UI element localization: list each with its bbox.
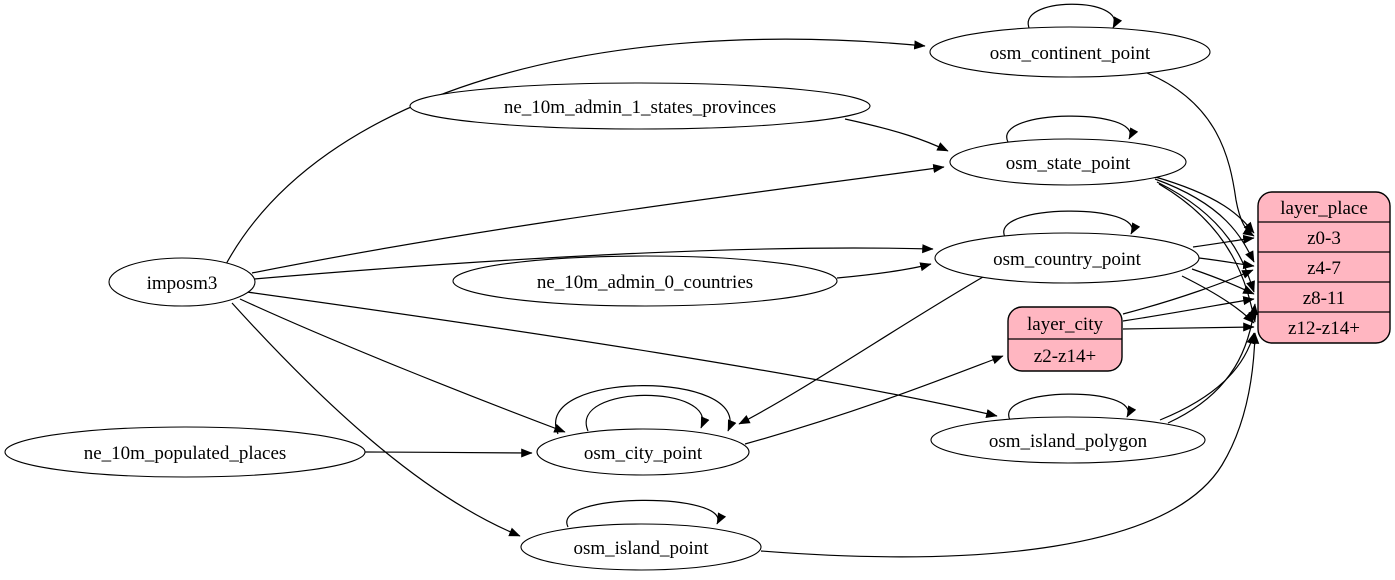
record-layer-place-row-z4-7: z4-7: [1307, 258, 1341, 279]
node-osm-island-polygon-label: osm_island_polygon: [989, 431, 1148, 452]
node-osm-state-point-label: osm_state_point: [1006, 153, 1131, 174]
edge-self-loop-osm-country-point: [1003, 210, 1141, 238]
node-osm-continent-point-label: osm_continent_point: [990, 43, 1151, 64]
edge-osm-country-point-to-osm-city-point: [738, 276, 984, 425]
node-osm-continent-point-shape: [929, 26, 1211, 78]
edge-ne-10m-populated-places-to-osm-city-point: [364, 448, 533, 458]
record-layer-place-row-z0-3: z0-3: [1307, 228, 1341, 249]
node-ne-10m-populated-places: ne_10m_populated_places: [4, 426, 366, 478]
node-osm-city-point-shape: [536, 428, 750, 476]
edge-imposm3-to-osm-city-point: [239, 298, 566, 433]
edge-imposm3-to-osm-continent-point: [224, 38, 926, 267]
edge-imposm3-to-osm-state-point: [251, 163, 945, 274]
edge-imposm3-to-osm-island-polygon: [246, 291, 998, 419]
edge-osm-country-point-to-layer-place-z0-3: [1192, 234, 1255, 248]
record-layer-place-shape: [1257, 191, 1391, 344]
edge-imposm3-to-osm-island-point: [231, 302, 521, 537]
edge-self-loop-osm-state-point: [1006, 115, 1139, 143]
node-osm-city-point-label: osm_city_point: [584, 443, 703, 464]
record-layer-city: layer_city z2-z14+: [1007, 306, 1123, 372]
record-layer-place-row-z12-z14: z12-z14+: [1288, 318, 1360, 339]
edge-osm-country-point-to-layer-place-z4-7: [1198, 257, 1255, 270]
node-ne-10m-admin-1-states-provinces: ne_10m_admin_1_states_provinces: [409, 82, 871, 130]
edge-osm-state-point-to-layer-place-z0-3: [1151, 175, 1255, 234]
record-layer-place-row-z8-11: z8-11: [1303, 288, 1346, 309]
edges: [224, 3, 1260, 558]
node-osm-state-point-shape: [949, 138, 1187, 186]
edge-osm-island-polygon-to-layer-place-z8-11: [1167, 303, 1259, 424]
node-ne-10m-admin-0-countries: ne_10m_admin_0_countries: [452, 255, 838, 307]
record-layer-city-title: layer_city: [1027, 314, 1103, 335]
node-osm-state-point: osm_state_point: [949, 138, 1187, 186]
record-layer-city-row-z2-z14: z2-z14+: [1034, 346, 1096, 367]
node-imposm3-label: imposm3: [147, 273, 218, 294]
edge-osm-island-polygon-to-layer-place-z12-z14: [1159, 332, 1256, 421]
edge-layer-city-to-layer-place-z12-z14: [1122, 322, 1255, 332]
edge-osm-state-point-to-layer-place-z8-11: [1156, 181, 1255, 293]
node-osm-city-point: osm_city_point: [536, 428, 750, 476]
node-osm-island-point: osm_island_point: [520, 523, 762, 571]
record-layer-place-title: layer_place: [1280, 198, 1368, 219]
node-imposm3-shape: [108, 257, 256, 307]
node-osm-country-point-shape: [934, 232, 1200, 284]
node-ne-10m-admin-1-states-provinces-shape: [409, 82, 871, 130]
edge-layer-city-to-layer-place-z4-7: [1122, 269, 1254, 315]
node-osm-island-point-shape: [520, 523, 762, 571]
node-ne-10m-populated-places-shape: [4, 426, 366, 478]
edge-self-loop-osm-island-polygon: [1008, 393, 1137, 421]
node-osm-island-polygon: osm_island_polygon: [930, 416, 1206, 464]
edge-self-loop-inner-osm-city-point: [585, 394, 710, 432]
edge-ne-10m-admin-0-countries-to-osm-country-point: [836, 262, 932, 279]
node-osm-continent-point: osm_continent_point: [929, 26, 1211, 78]
node-osm-country-point: osm_country_point: [934, 232, 1200, 284]
record-layer-place: layer_place z0-3 z4-7 z8-11 z12-z14+: [1257, 191, 1391, 344]
node-ne-10m-admin-0-countries-label: ne_10m_admin_0_countries: [537, 272, 753, 293]
node-osm-island-point-label: osm_island_point: [573, 538, 709, 559]
edge-ne-10m-admin-1-states-provinces-to-osm-state-point: [844, 118, 949, 152]
node-imposm3: imposm3: [108, 257, 256, 307]
edge-osm-state-point-to-layer-place-z4-7: [1154, 178, 1255, 263]
edge-osm-island-point-to-layer-place-z12-z14: [760, 332, 1260, 558]
node-osm-country-point-label: osm_country_point: [993, 249, 1141, 270]
edge-layer-city-to-layer-place-z8-11: [1122, 296, 1255, 322]
edge-self-loop-osm-island-point: [566, 499, 727, 528]
edge-osm-city-point-to-layer-city-z2-z14: [744, 355, 1004, 445]
edge-osm-country-point-to-layer-place-z12-z14: [1181, 275, 1255, 324]
node-ne-10m-populated-places-label: ne_10m_populated_places: [84, 443, 287, 464]
node-ne-10m-admin-0-countries-shape: [452, 255, 838, 307]
edge-imposm3-to-osm-country-point: [253, 244, 934, 280]
node-osm-island-polygon-shape: [930, 416, 1206, 464]
edge-osm-country-point-to-layer-place-z8-11: [1191, 268, 1255, 295]
node-ne-10m-admin-1-states-provinces-label: ne_10m_admin_1_states_provinces: [504, 97, 776, 118]
edge-self-loop-outer-osm-city-point: [555, 385, 737, 435]
edge-self-loop-osm-continent-point: [1027, 3, 1123, 31]
